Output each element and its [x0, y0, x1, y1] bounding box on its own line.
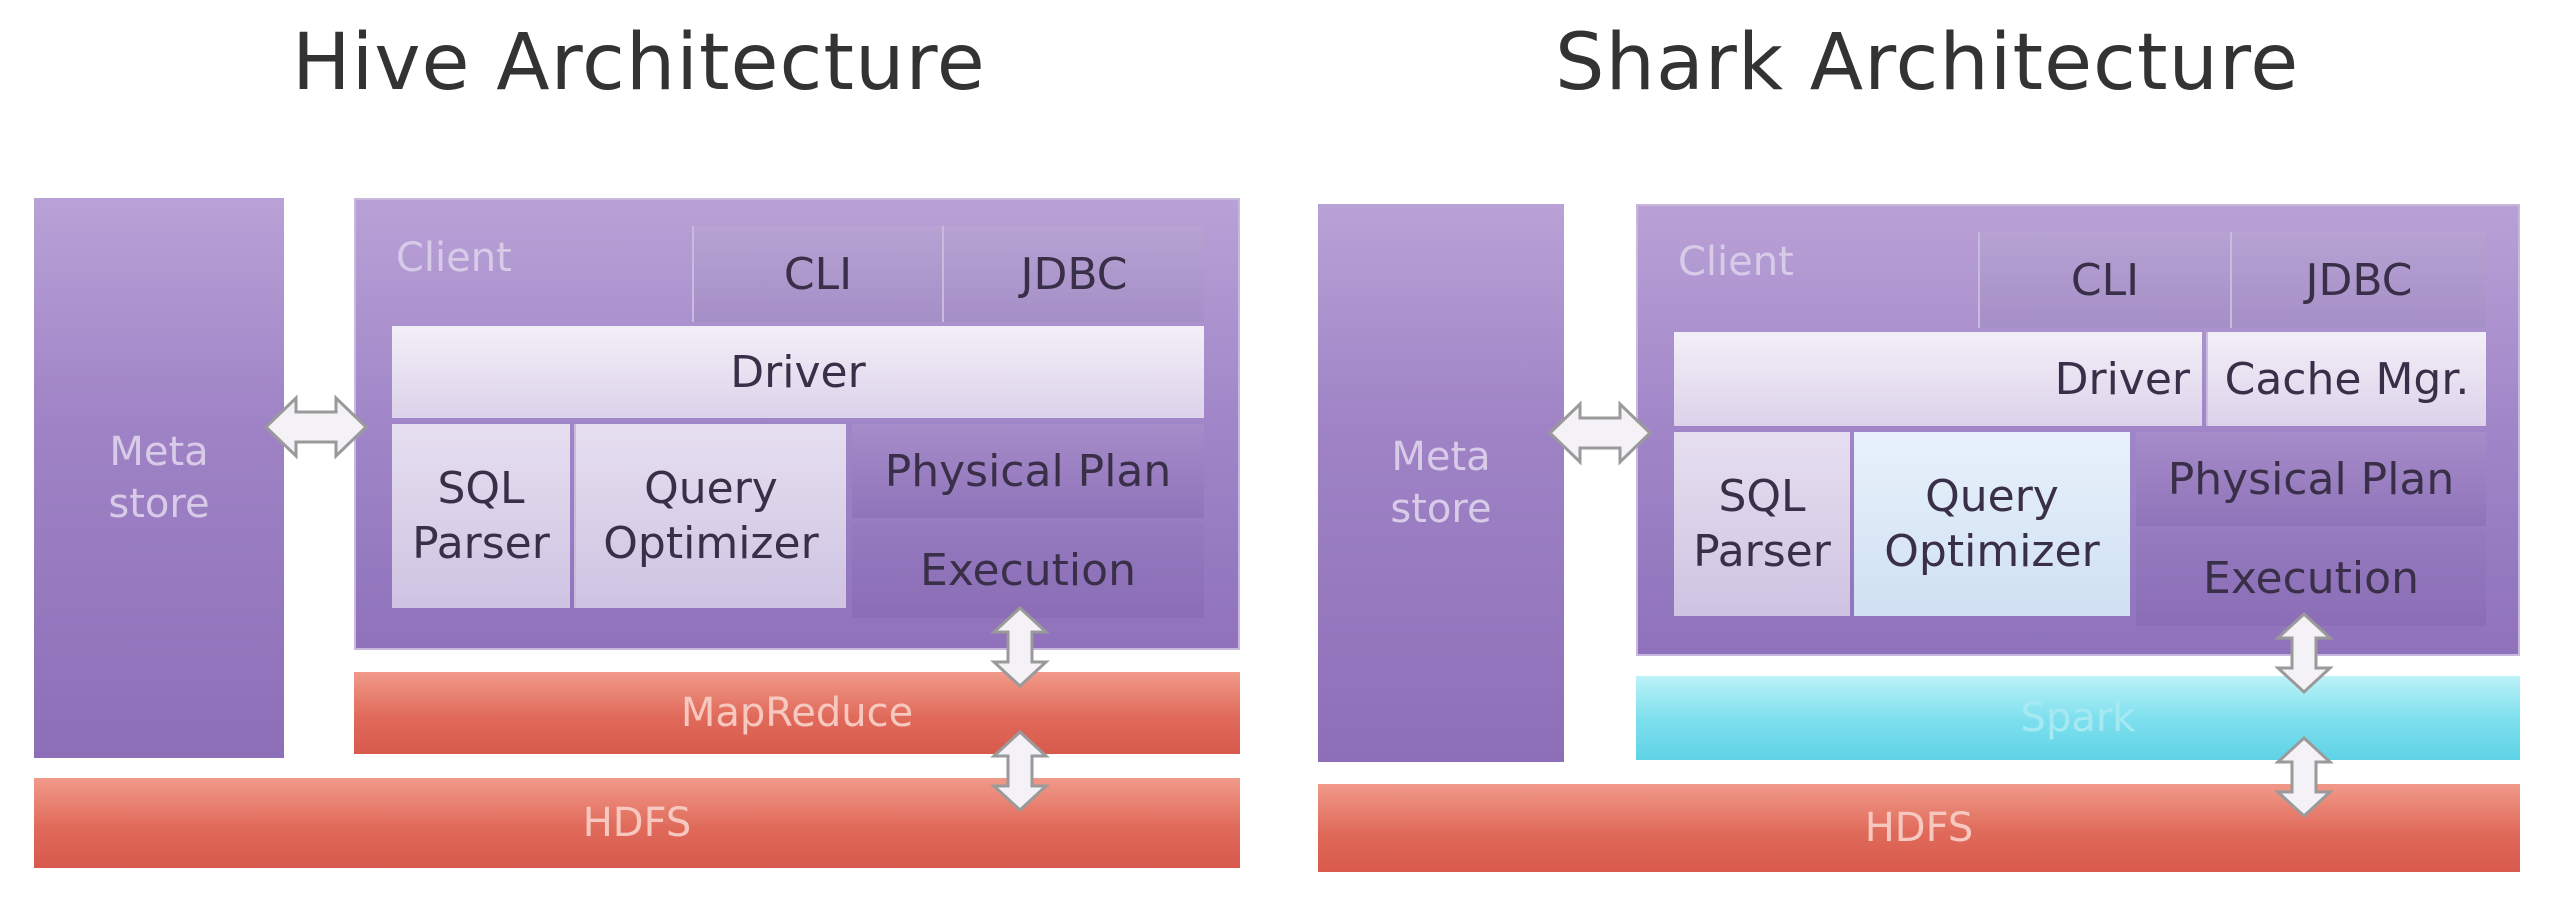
shark-jdbc: JDBC [2230, 232, 2486, 328]
shark-execution-arrow [2274, 611, 2334, 695]
shark-client-label: Client [1678, 239, 1794, 285]
hive-driver: Driver [392, 326, 1204, 418]
hive-mapreduce-arrow [990, 729, 1050, 813]
shark-spark-arrow [2274, 735, 2334, 819]
hive-metastore-arrow [263, 394, 369, 460]
hive-metastore: Meta store [34, 198, 284, 758]
hive-execution-arrow [990, 605, 1050, 689]
shark-metastore: Meta store [1318, 204, 1564, 762]
hive-physical-plan: Physical Plan [852, 424, 1204, 518]
hive-cli: CLI [692, 226, 942, 322]
shark-physical-plan: Physical Plan [2136, 432, 2486, 526]
hive-query-optimizer: Query Optimizer [574, 424, 846, 608]
shark-execution: Execution [2136, 530, 2486, 626]
shark-hdfs: HDFS [1318, 784, 2520, 872]
shark-spark: Spark [1636, 676, 2520, 760]
shark-sql-parser: SQL Parser [1674, 432, 1850, 616]
hive-sql-parser: SQL Parser [392, 424, 570, 608]
hive-client-label: Client [396, 235, 512, 281]
hive-jdbc: JDBC [942, 226, 1204, 322]
shark-title: Shark Architecture [1555, 18, 2300, 108]
shark-query-optimizer: Query Optimizer [1854, 432, 2130, 616]
shark-cache-manager: Cache Mgr. [2206, 332, 2486, 426]
shark-cli: CLI [1978, 232, 2230, 328]
hive-title: Hive Architecture [292, 18, 986, 108]
hive-hdfs: HDFS [34, 778, 1240, 868]
hive-mapreduce: MapReduce [354, 672, 1240, 754]
hive-execution: Execution [852, 522, 1204, 618]
shark-metastore-arrow [1547, 400, 1653, 466]
shark-driver: Driver [1674, 332, 2202, 426]
